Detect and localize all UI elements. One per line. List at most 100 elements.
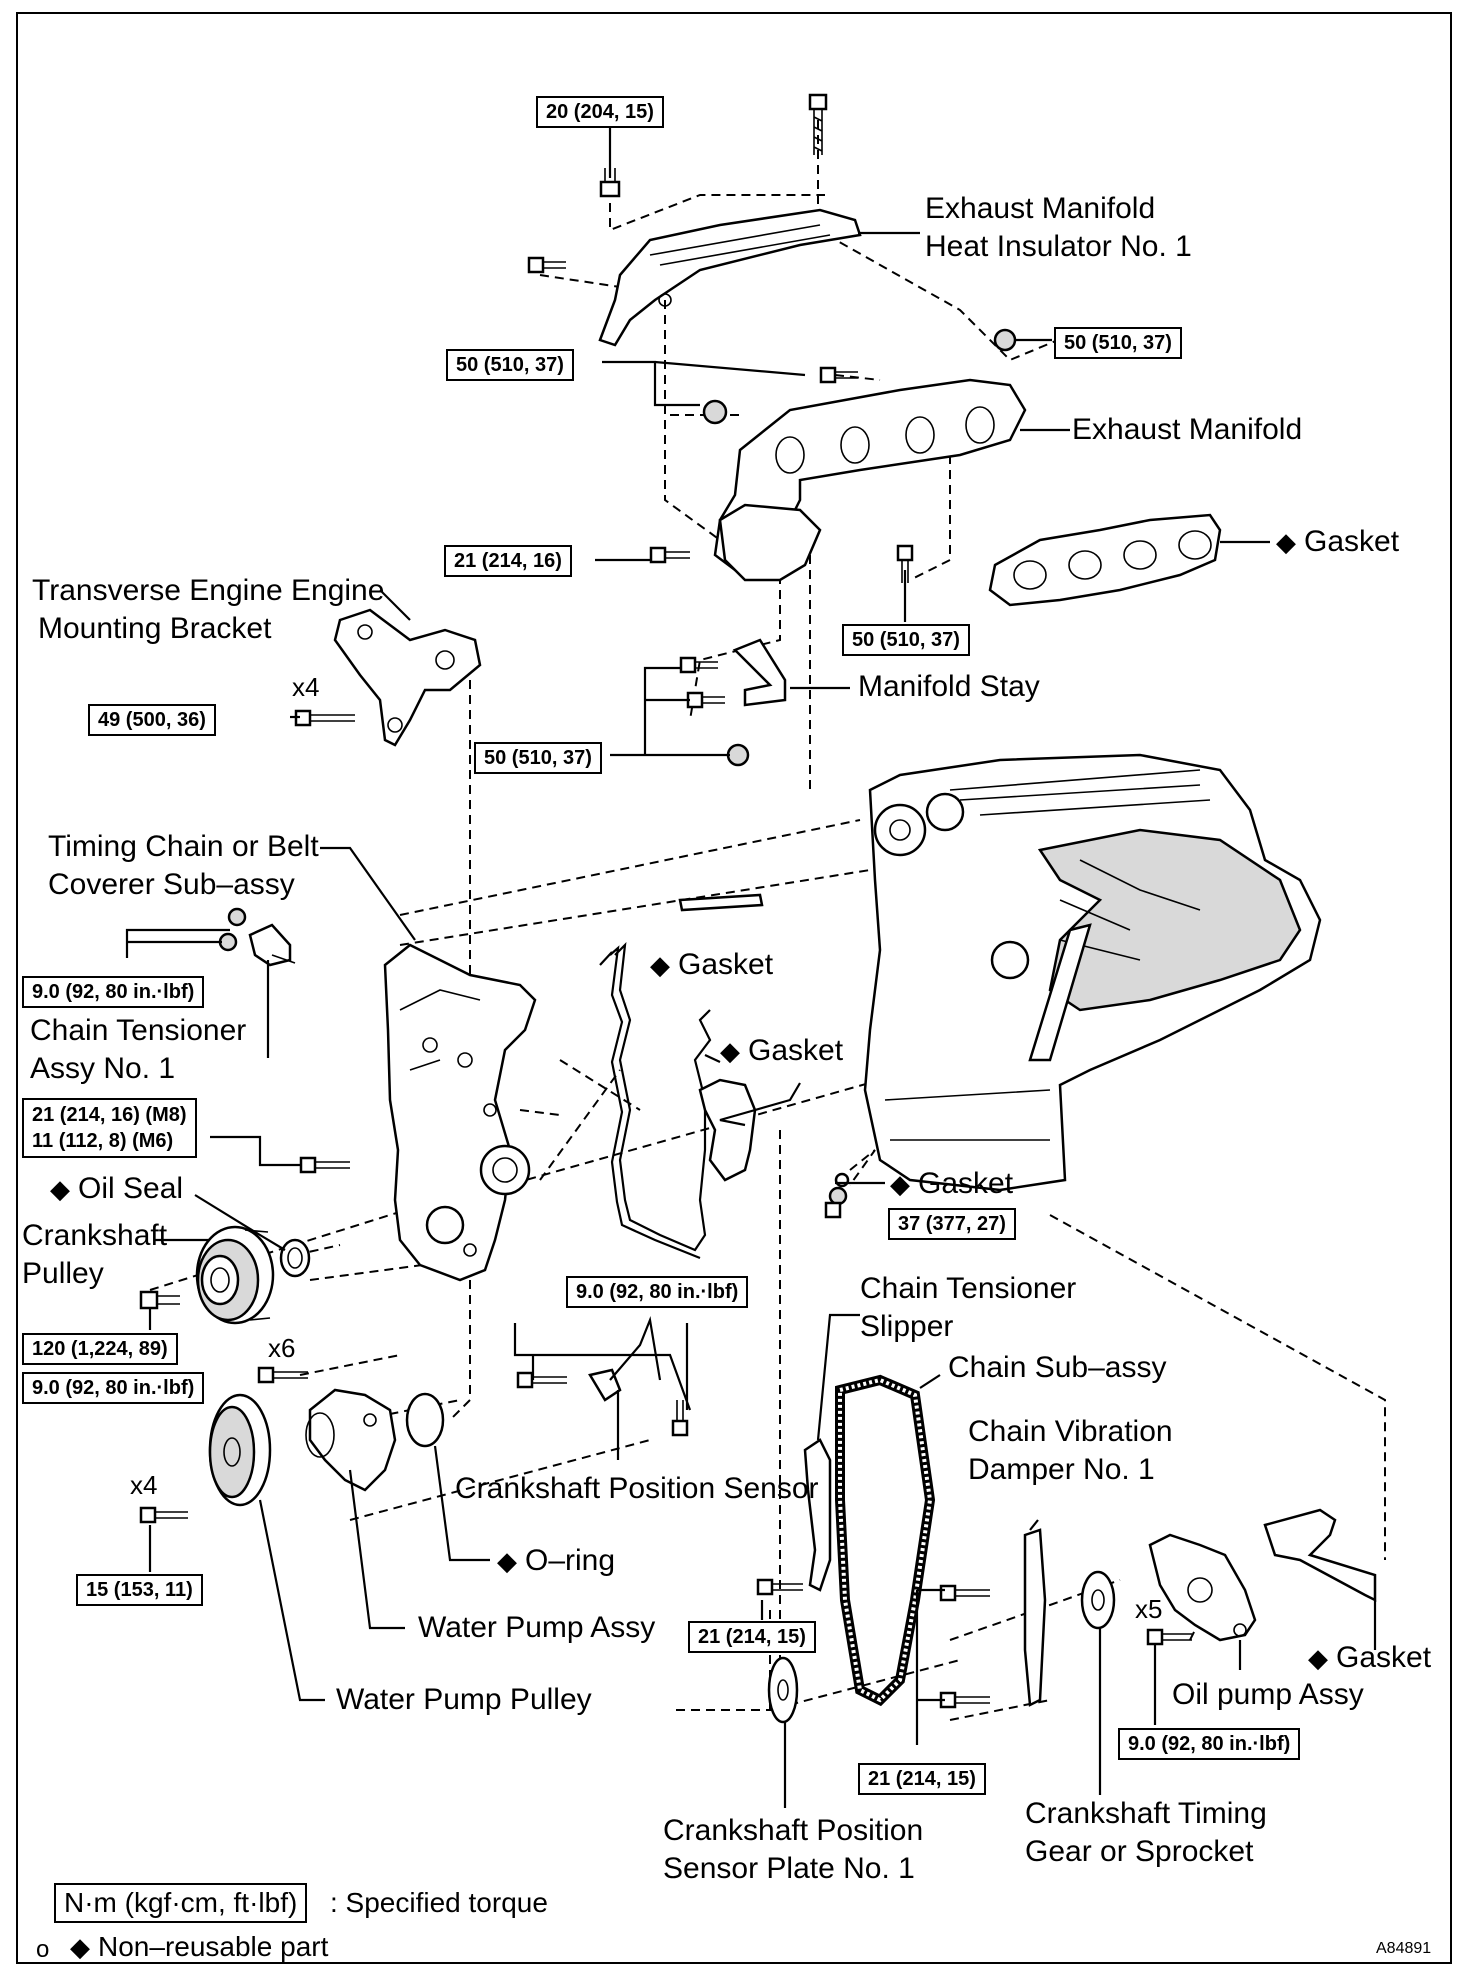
torque-box-9-oilpump: 9.0 (92, 80 in.·lbf)	[1118, 1728, 1301, 1760]
cover-gaskets	[609, 942, 850, 1260]
label-heat-insulator-line2: Heat Insulator No. 1	[925, 230, 1192, 263]
label-chain-sub-assy: Chain Sub–assy	[948, 1351, 1167, 1384]
manifold-gasket	[988, 513, 1222, 607]
assembly-dashed-lines	[149, 120, 1386, 1721]
oil-pump-gasket	[1263, 1508, 1377, 1603]
label-gasket-1: ◆ Gasket	[650, 946, 773, 984]
label-text: Gasket	[918, 1167, 1014, 1200]
leader-lines	[125, 124, 1377, 1808]
label-timing-cover-line2: Coverer Sub–assy	[48, 868, 295, 901]
label-engine-bracket-line1: Transverse Engine Engine	[32, 574, 385, 607]
label-crank-pulley-line2: Pulley	[22, 1257, 104, 1290]
torque-cover-m8: 21 (214, 16) (M8)	[32, 1104, 187, 1126]
label-o-ring: ◆ O–ring	[497, 1542, 615, 1580]
oil-seal	[279, 1238, 311, 1278]
legend-torque-units: N·m (kgf·cm, ft·lbf)	[54, 1883, 308, 1923]
label-tensioner-slipper-line1: Chain Tensioner	[860, 1272, 1077, 1305]
diagram-frame	[16, 12, 1452, 1964]
label-text: Oil Seal	[78, 1172, 184, 1205]
chain-tensioner-assy	[248, 923, 296, 967]
timing-chain	[835, 1374, 936, 1707]
label-vibration-damper-line1: Chain Vibration	[968, 1415, 1173, 1448]
label-text: Gasket	[678, 948, 774, 981]
heat-insulator	[598, 208, 862, 347]
label-timing-gear-line2: Gear or Sprocket	[1025, 1835, 1254, 1868]
label-vibration-damper-line2: Damper No. 1	[968, 1453, 1155, 1486]
torque-box-21-damper: 21 (214, 15)	[858, 1763, 986, 1795]
label-crank-pulley-line1: Crankshaft	[22, 1219, 168, 1252]
torque-box-120: 120 (1,224, 89)	[22, 1333, 178, 1365]
label-engine-bracket-line2: Mounting Bracket	[38, 612, 272, 645]
label-timing-cover-line1: Timing Chain or Belt	[48, 830, 319, 863]
label-oil-pump-gasket: ◆ Gasket	[1308, 1639, 1431, 1677]
torque-box-9-pump: 9.0 (92, 80 in.·lbf)	[22, 1372, 205, 1404]
label-exhaust-manifold: Exhaust Manifold	[1072, 413, 1303, 446]
label-crankshaft-position-sensor: Crankshaft Position Sensor	[455, 1472, 819, 1505]
crankshaft-position-sensor	[588, 1315, 662, 1402]
label-oil-seal: ◆ Oil Seal	[50, 1170, 183, 1208]
torque-box-cover: 21 (214, 16) (M8) 11 (112, 8) (M6)	[22, 1098, 197, 1158]
multiplier-pump: x6	[268, 1333, 296, 1363]
non-reusable-icon: ◆	[650, 950, 670, 980]
torque-box-21-214-16: 21 (214, 16)	[444, 545, 572, 577]
label-timing-gear-line1: Crankshaft Timing	[1025, 1797, 1267, 1830]
engine-mounting-bracket	[333, 608, 482, 747]
torque-box-20: 20 (204, 15)	[536, 96, 664, 128]
label-gasket-2: ◆ Gasket	[720, 1032, 843, 1070]
engine-block	[863, 753, 1322, 1192]
label-water-pump-pulley: Water Pump Pulley	[336, 1683, 592, 1716]
label-sensor-plate-line2: Sensor Plate No. 1	[663, 1852, 915, 1885]
torque-box-50-bottom: 50 (510, 37)	[842, 624, 970, 656]
torque-box-50-stay: 50 (510, 37)	[474, 742, 602, 774]
chain-vibration-damper	[1023, 1528, 1047, 1707]
o-ring	[405, 1392, 445, 1448]
label-oil-pump-assy: Oil pump Assy	[1172, 1678, 1364, 1711]
torque-cover-m6: 11 (112, 8) (M6)	[32, 1130, 174, 1152]
label-water-pump-assy: Water Pump Assy	[418, 1611, 656, 1644]
non-reusable-icon: ◆	[890, 1169, 910, 1199]
non-reusable-icon: ◆	[497, 1546, 517, 1576]
legend-torque-desc: : Specified torque	[330, 1887, 548, 1918]
torque-box-49: 49 (500, 36)	[88, 704, 216, 736]
label-chain-tensioner-line1: Chain Tensioner	[30, 1014, 247, 1047]
legend-bullet: o	[36, 1936, 50, 1963]
water-pump-assy	[305, 1388, 397, 1492]
label-chain-tensioner-line2: Assy No. 1	[30, 1052, 176, 1085]
label-tensioner-slipper-line2: Slipper	[860, 1310, 954, 1343]
multiplier-oilpump: x5	[1135, 1594, 1163, 1624]
label-text: Gasket	[1304, 525, 1400, 558]
label-heat-insulator-line1: Exhaust Manifold	[925, 192, 1156, 225]
non-reusable-icon: ◆	[50, 1174, 70, 1204]
crankshaft-position-sensor-plate	[767, 1656, 799, 1724]
legend-nonreusable: ◆ Non–reusable part	[70, 1929, 328, 1965]
label-gasket-3: ◆ Gasket	[890, 1165, 1013, 1203]
label-text: Gasket	[748, 1034, 844, 1067]
oil-pump-assy	[1148, 1533, 1257, 1642]
water-pump-pulley	[208, 1393, 272, 1507]
legend-nonreusable-text: Non–reusable part	[98, 1931, 329, 1962]
exhaust-manifold	[713, 378, 1027, 582]
non-reusable-icon: ◆	[1308, 1643, 1328, 1673]
multiplier-pulley: x4	[130, 1470, 158, 1500]
torque-box-37: 37 (377, 27)	[888, 1208, 1016, 1240]
chain-tensioner-slipper	[803, 1438, 832, 1592]
torque-box-9-sensor: 9.0 (92, 80 in.·lbf)	[566, 1276, 749, 1308]
non-reusable-icon: ◆	[70, 1932, 90, 1962]
torque-box-9-tensioner: 9.0 (92, 80 in.·lbf)	[22, 976, 205, 1008]
torque-box-50-top-right: 50 (510, 37)	[1054, 327, 1182, 359]
label-manifold-gasket: ◆ Gasket	[1276, 523, 1399, 561]
torque-box-15: 15 (153, 11)	[76, 1574, 203, 1606]
label-sensor-plate-line1: Crankshaft Position	[663, 1814, 924, 1847]
crankshaft-timing-gear	[1080, 1570, 1116, 1630]
label-manifold-stay: Manifold Stay	[858, 670, 1040, 703]
torque-box-50-left: 50 (510, 37)	[446, 349, 574, 381]
non-reusable-icon: ◆	[720, 1036, 740, 1066]
non-reusable-icon: ◆	[1276, 527, 1296, 557]
multiplier-bracket: x4	[292, 672, 320, 702]
crankshaft-pulley	[195, 1225, 275, 1325]
timing-chain-cover	[383, 943, 537, 1282]
torque-box-21-slipper: 21 (214, 15)	[688, 1621, 816, 1653]
label-text: O–ring	[525, 1544, 616, 1577]
label-text: Gasket	[1336, 1641, 1432, 1674]
